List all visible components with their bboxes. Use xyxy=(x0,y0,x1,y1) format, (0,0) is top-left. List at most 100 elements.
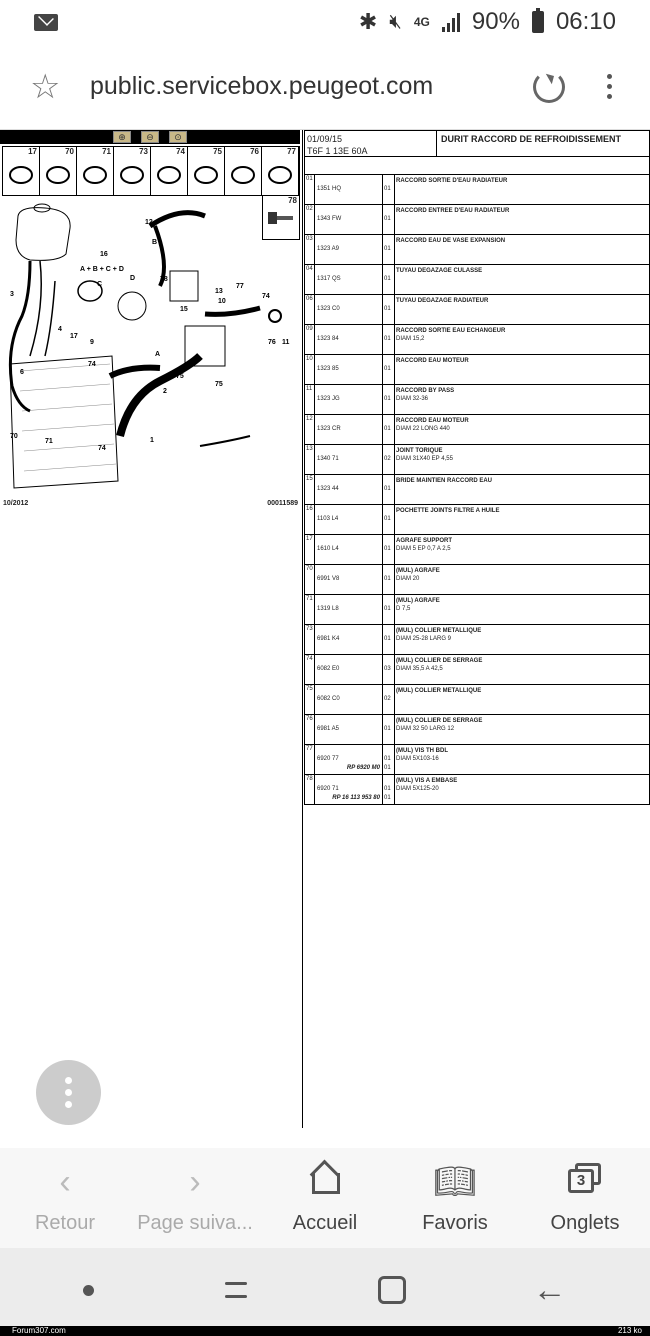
zoom-in-icon[interactable]: ⊕ xyxy=(113,131,131,143)
row-index: 74 xyxy=(305,655,315,684)
zoom-out-icon[interactable]: ⊖ xyxy=(141,131,159,143)
row-quantity-cell: 02 xyxy=(383,445,395,474)
nav-dot-icon[interactable] xyxy=(83,1284,95,1296)
row-quantity-cell: 01 xyxy=(383,415,395,444)
tabs-count: 3 xyxy=(568,1168,594,1193)
row-index: 15 xyxy=(305,475,315,504)
row-reference-cell: 1323 JG xyxy=(315,385,383,414)
part-thumb-number: 76 xyxy=(250,147,259,156)
row-reference: 6082 C0 xyxy=(317,696,340,702)
footer-left: Forum307.com xyxy=(12,1326,66,1335)
row-quantity: 01 xyxy=(384,426,391,432)
battery-percent: 90% xyxy=(471,8,520,35)
row-reference-cell: 1340 71 xyxy=(315,445,383,474)
row-description-cell: RACCORD ENTREE D'EAU RADIATEUR xyxy=(395,205,649,234)
row-quantity-cell: 01 xyxy=(383,355,395,384)
tabs-icon: 3 xyxy=(568,1162,602,1193)
row-description: RACCORD BY PASS xyxy=(396,388,455,394)
back-button[interactable]: ‹ Retour xyxy=(34,1162,96,1234)
row-description-detail: DIAM 20 xyxy=(396,576,420,582)
row-quantity: 01 xyxy=(384,756,391,762)
part-thumb-76[interactable]: 76 xyxy=(225,147,262,195)
bookmark-star-icon[interactable]: ☆ xyxy=(30,67,61,106)
home-button[interactable]: Accueil xyxy=(260,1148,390,1248)
row-reference: 6920 77 xyxy=(317,756,339,762)
more-menu-icon[interactable] xyxy=(607,74,612,99)
svg-text:74: 74 xyxy=(262,293,270,300)
forward-button[interactable]: › Page suiva... xyxy=(137,1162,253,1234)
row-description-detail: DIAM 25-28 LARG 9 xyxy=(396,636,452,642)
svg-text:2: 2 xyxy=(163,388,167,395)
reload-icon[interactable] xyxy=(533,70,565,103)
row-quantity-cell: 01 xyxy=(383,595,395,624)
row-reference-cell: 1343 FW xyxy=(315,205,383,234)
svg-text:3: 3 xyxy=(10,291,14,298)
row-description: RACCORD SORTIE D'EAU RADIATEUR xyxy=(396,178,508,184)
recent-apps-icon[interactable] xyxy=(221,1279,251,1301)
clamp-icon xyxy=(157,166,181,184)
row-description: (MUL) COLLIER METALLIQUE xyxy=(396,628,482,634)
row-description-cell: TUYAU DEGAZAGE RADIATEUR xyxy=(395,295,649,324)
part-thumb-17[interactable]: 17 xyxy=(3,147,40,195)
part-thumb-74[interactable]: 74 xyxy=(151,147,188,195)
svg-text:16: 16 xyxy=(100,251,108,258)
part-thumb-70[interactable]: 70 xyxy=(40,147,77,195)
row-reference-cell: 6082 C0 xyxy=(315,685,383,714)
part-thumb-71[interactable]: 71 xyxy=(77,147,114,195)
table-header: 01/09/15 T6F 1 13E 60A DURIT RACCORD DE … xyxy=(304,130,650,157)
part-thumb-75[interactable]: 75 xyxy=(188,147,225,195)
screw-icon xyxy=(268,212,293,224)
part-thumb-extra[interactable]: 78 xyxy=(262,196,300,240)
footer-strip: Forum307.com 213 ko xyxy=(0,1326,650,1336)
system-home-icon[interactable] xyxy=(377,1276,406,1304)
row-quantity-cell: 01 xyxy=(383,535,395,564)
row-quantity-cell: 01 xyxy=(383,325,395,354)
zoom-fit-icon[interactable]: ⊙ xyxy=(169,131,187,143)
part-thumb-77[interactable]: 77 xyxy=(262,147,299,195)
part-thumb-73[interactable]: 73 xyxy=(114,147,151,195)
row-reference: 1323 A9 xyxy=(317,246,340,252)
row-index: 06 xyxy=(305,295,315,324)
mail-notification-icon xyxy=(34,13,58,31)
cooling-hose-diagram: 12 B 16 A + B + C + D C D 78 13 10 77 74… xyxy=(8,203,290,489)
url-field[interactable]: public.servicebox.peugeot.com xyxy=(90,72,434,100)
svg-text:17: 17 xyxy=(70,333,78,340)
row-index: 01 xyxy=(305,175,315,204)
svg-text:9: 9 xyxy=(90,339,94,346)
bookmarks-button[interactable]: 📖︎ Favoris xyxy=(422,1162,488,1234)
system-back-icon[interactable]: ← xyxy=(532,1271,567,1309)
row-reference-cell: 1317 QS xyxy=(315,265,383,294)
row-description: RACCORD EAU DE VASE EXPANSION xyxy=(396,238,506,244)
floating-menu-button[interactable] xyxy=(36,1060,101,1125)
row-reference-cell: 1323 CR xyxy=(315,415,383,444)
row-reference-cell: 1351 HQ xyxy=(315,175,383,204)
row-quantity-cell: 02 xyxy=(383,685,395,714)
tabs-button[interactable]: 3 Onglets xyxy=(520,1148,650,1248)
row-description-detail: DIAM 32-36 xyxy=(396,396,429,402)
part-thumb-number: 73 xyxy=(139,147,148,156)
